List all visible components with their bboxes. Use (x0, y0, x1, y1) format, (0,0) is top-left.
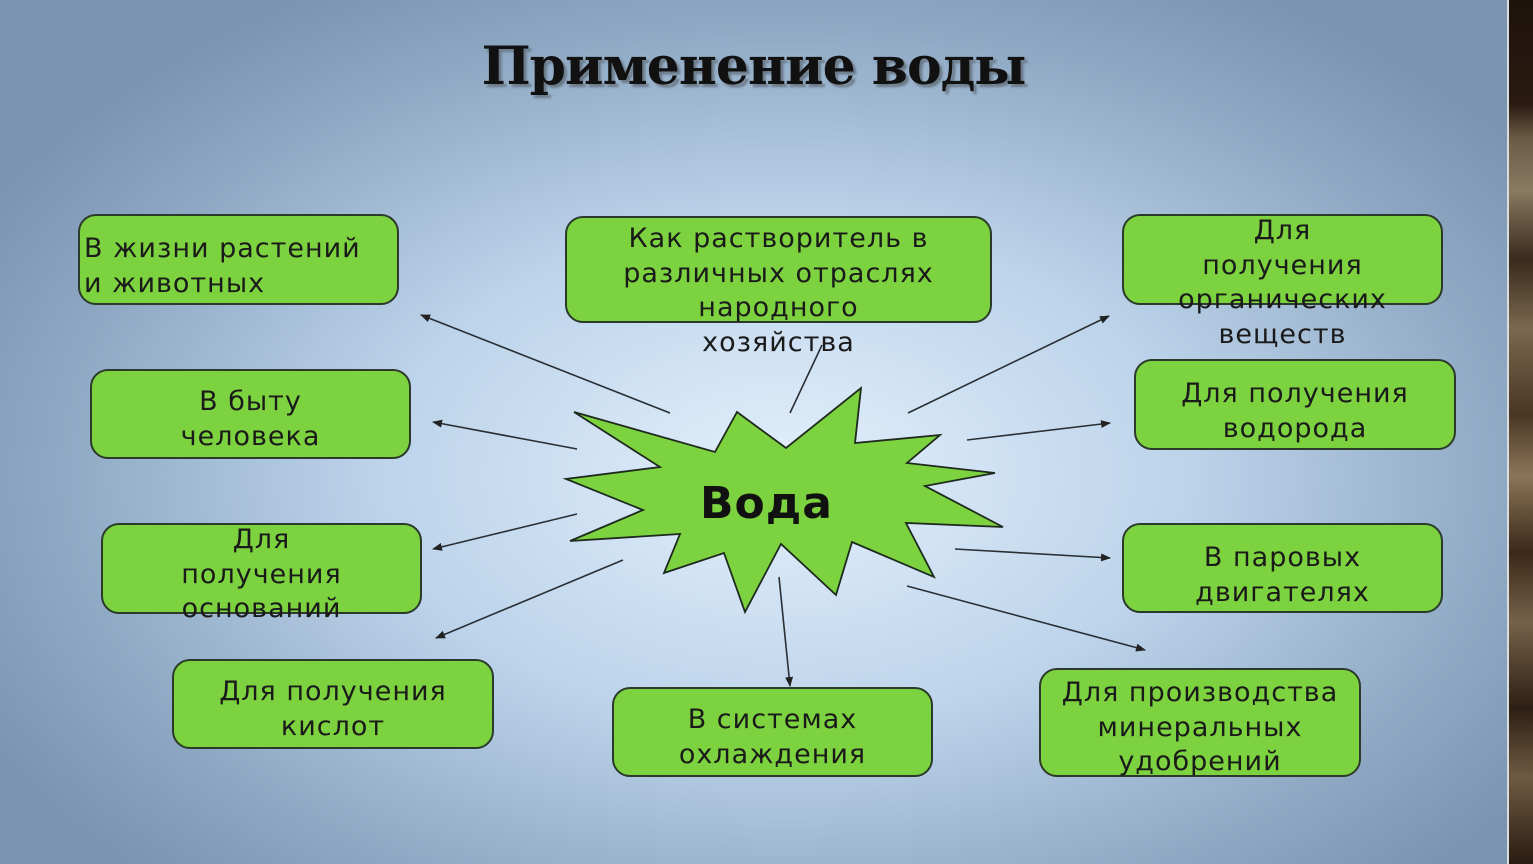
water-star-shape (562, 385, 1004, 615)
box-organic: Для получения органических веществ (1122, 214, 1443, 350)
arrow (435, 559, 624, 639)
box-label: В системах охлаждения (678, 704, 867, 770)
brick-wall-background (1507, 0, 1533, 864)
arrow (432, 419, 578, 450)
arrow (906, 585, 1146, 652)
box-label: Для получения оснований (181, 524, 342, 624)
box-fertilizers: Для производства минеральных удобрений (1039, 668, 1361, 777)
box-label: В жизни растений и животных (84, 233, 361, 299)
slide-title: Применение воды (481, 36, 1027, 97)
arrow (420, 314, 671, 414)
box-label: Для получения кислот (219, 676, 447, 742)
box-label: Для получения водорода (1181, 378, 1409, 444)
arrow (954, 548, 1111, 562)
box-acids: Для получения кислот (172, 659, 494, 749)
box-household: В быту человека (90, 369, 411, 459)
box-cooling: В системах охлаждения (612, 687, 933, 777)
box-label: В быту человека (180, 386, 321, 452)
box-label: Для производства минеральных удобрений (1061, 677, 1339, 777)
center-label-water: Вода (700, 478, 833, 529)
box-label: Как растворитель в различных отраслях на… (623, 223, 934, 358)
box-steam-engines: В паровых двигателях (1122, 523, 1443, 613)
arrow (907, 315, 1110, 414)
arrow (432, 513, 578, 551)
box-hydrogen: Для получения водорода (1134, 359, 1456, 450)
arrow (966, 420, 1111, 441)
box-bases: Для получения оснований (101, 523, 422, 624)
box-label: Для получения органических веществ (1178, 215, 1387, 350)
box-plants-animals: В жизни растений и животных (78, 214, 399, 305)
arrow (789, 344, 823, 414)
box-solvent: Как растворитель в различных отраслях на… (565, 216, 992, 358)
box-label: В паровых двигателях (1195, 542, 1370, 608)
arrow (778, 576, 794, 687)
